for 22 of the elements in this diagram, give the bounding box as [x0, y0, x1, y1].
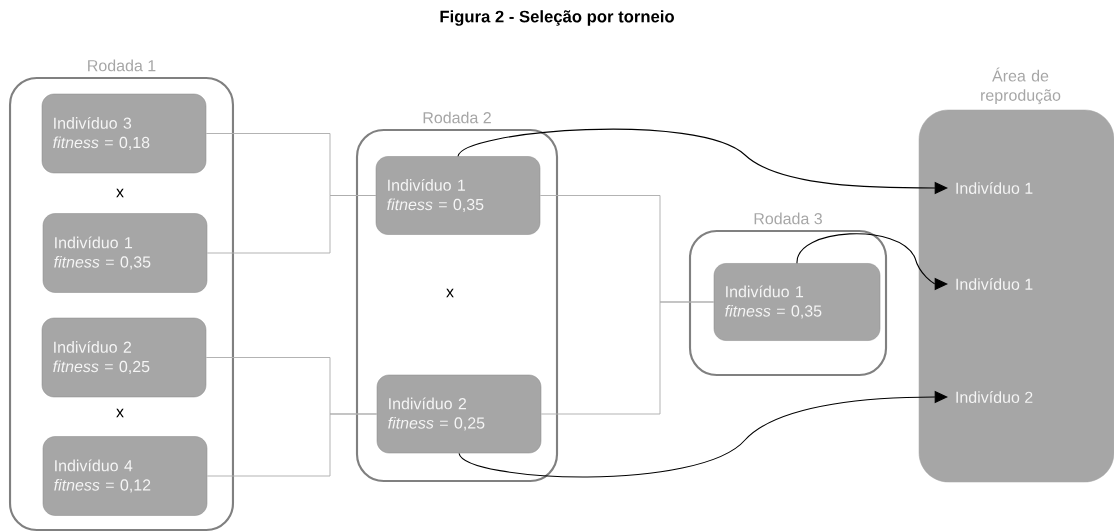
- versus-mark: x: [446, 288, 454, 298]
- bracket-line: [206, 413, 378, 477]
- individual-box: Indivíduo 1 fitness = 0,35: [713, 263, 881, 341]
- node-label: Rodada 2: [423, 111, 491, 124]
- individual-box: Indivíduo 3 fitness = 0,18: [41, 93, 207, 174]
- individual-box: Indivíduo 2 fitness = 0,25: [376, 374, 542, 454]
- individual-label: Indivíduo 2: [956, 391, 1033, 403]
- node-label: Rodada 3: [754, 212, 822, 225]
- figure-title: Figura 2 - Seleção por torneio: [440, 10, 674, 26]
- versus-mark: x: [116, 188, 124, 198]
- node-label: Área de reprodução: [981, 67, 1061, 105]
- individual-box: Indivíduo 1 fitness = 0,35: [42, 213, 208, 293]
- individual-box: Indivíduo 4 fitness = 0,12: [42, 436, 208, 516]
- individual-box: Indivíduo 2 fitness = 0,25: [41, 317, 207, 398]
- versus-mark: x: [116, 408, 124, 418]
- node-label: Rodada 1: [88, 59, 156, 72]
- bracket-line: [540, 301, 715, 415]
- individual-label: Indivíduo 1: [956, 182, 1033, 194]
- bracket-line: [206, 195, 377, 254]
- individual-label: Indivíduo 1: [956, 278, 1033, 290]
- curved-arrow: [458, 390, 948, 478]
- individual-box: Indivíduo 1 fitness = 0,35: [375, 156, 541, 235]
